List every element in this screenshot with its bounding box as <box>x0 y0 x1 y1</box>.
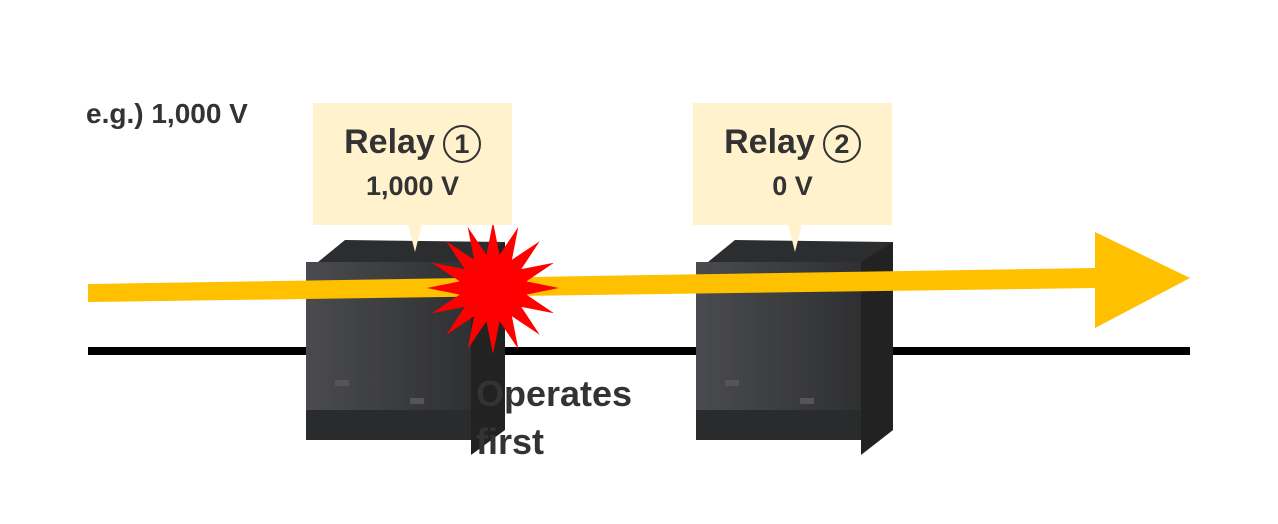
relay-2-voltage: 0 V <box>772 171 813 202</box>
callout-pointer-1 <box>408 224 422 252</box>
relay-2-number: 2 <box>822 125 861 164</box>
callout-pointer-2 <box>788 224 802 252</box>
spark-burst-icon <box>427 222 559 354</box>
relay-2-title: Relay <box>724 123 815 161</box>
relay-1-voltage: 1,000 V <box>365 171 460 202</box>
relay-1-number: 1 <box>442 125 481 164</box>
current-arrow <box>88 232 1190 328</box>
annotation-line-1: Operates <box>476 373 633 414</box>
operates-first-label: Operates first <box>476 370 632 466</box>
annotation-line-2: first <box>476 421 545 462</box>
relay-1-title: Relay <box>344 123 435 161</box>
example-voltage-label: e.g.) 1,000 V <box>86 98 248 129</box>
ground-line <box>88 347 1190 355</box>
